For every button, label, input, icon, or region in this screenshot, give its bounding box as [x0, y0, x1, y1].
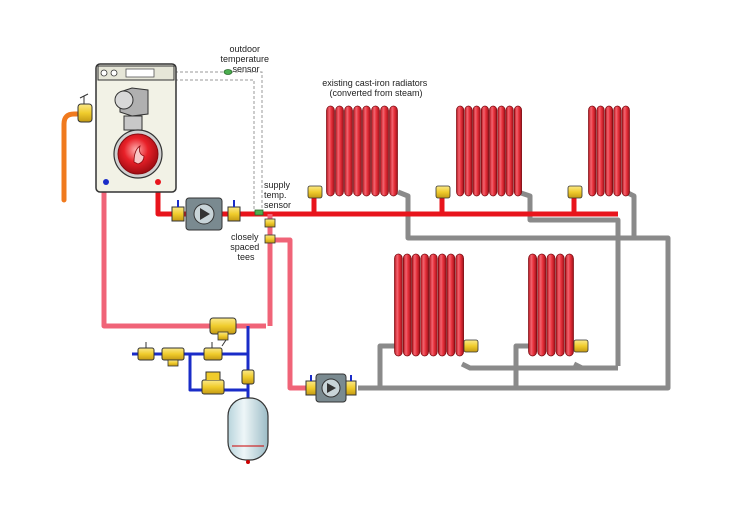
outdoor-sensor-label: outdoor temperature sensor [220, 44, 271, 74]
radiators [326, 105, 630, 357]
radiator-valve-icon [573, 339, 589, 353]
gas-pipe [61, 111, 87, 203]
mixing-valve-icon [209, 317, 237, 347]
fill-valve-icon [137, 342, 223, 367]
radiator-valve-icon [567, 185, 583, 199]
burner-icon [113, 129, 163, 179]
radiator-icon [528, 253, 574, 357]
outdoor-sensor-icon [223, 69, 233, 75]
sensor-wiring [170, 71, 263, 212]
tank-valve-icon [241, 369, 255, 385]
burner-fan-icon [114, 87, 149, 131]
radiator-icon [588, 105, 630, 197]
supply-sensor-icon [254, 209, 264, 216]
closely-spaced-tees-label: closely spaced tees [230, 232, 262, 262]
radiator-valve-icon [435, 185, 451, 199]
boiler-circulator-pump-icon [171, 197, 241, 231]
mixing-circulator-pump-icon [305, 373, 357, 403]
pressure-reducing-valve-icon [201, 371, 225, 395]
gas-valve-icon [77, 93, 93, 123]
radiator-valves [307, 185, 589, 353]
radiators-label: existing cast-iron radiators (converted … [322, 78, 430, 98]
radiator-valve-icon [307, 185, 323, 199]
supply-sensor-label: supply temp. sensor [264, 180, 293, 210]
expansion-tank-icon [227, 392, 269, 464]
boiler [95, 63, 177, 193]
radiator-valve-icon [463, 339, 479, 353]
radiator-icon [456, 105, 522, 197]
radiator-icon [394, 253, 464, 357]
radiator-icon [326, 105, 398, 197]
closely-spaced-tees-icon [264, 218, 276, 244]
